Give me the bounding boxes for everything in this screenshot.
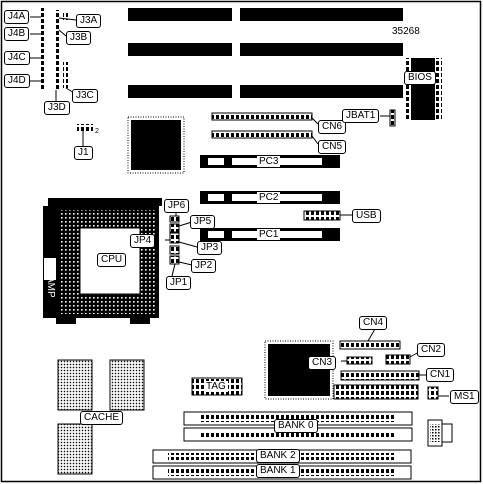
cn-connectors <box>333 340 439 400</box>
tag-label: TAG <box>204 381 228 392</box>
usb-label: USB <box>352 209 381 223</box>
cn1-label: CN1 <box>426 368 455 382</box>
cn4-label: CN4 <box>359 316 388 330</box>
jp-jumpers <box>169 215 180 265</box>
socket-brand-label: AMP <box>45 276 56 298</box>
j1-pin-number: 2 <box>95 128 99 135</box>
jbat1-header <box>389 109 396 127</box>
bank0-label: BANK 0 <box>274 419 318 433</box>
power-connector <box>427 419 453 447</box>
jp2-label: JP2 <box>191 259 217 273</box>
bios-label: BIOS <box>404 71 436 85</box>
cache-label: CACHE <box>80 411 124 425</box>
jp4-label: JP4 <box>130 234 156 248</box>
cn5-label: CN5 <box>318 140 347 154</box>
io-controller <box>264 340 334 400</box>
jp1-label: JP1 <box>166 276 192 290</box>
ide-connectors <box>211 112 313 139</box>
j1-header <box>77 124 93 131</box>
j3d-label: J3D <box>44 101 70 115</box>
cache-chips <box>57 359 145 475</box>
jbat1-label: JBAT1 <box>342 109 380 123</box>
cpu-label: CPU <box>97 253 127 267</box>
bank2-label: BANK 2 <box>256 449 300 463</box>
jp5-label: JP5 <box>190 215 216 229</box>
j3a-label: J3A <box>76 14 102 28</box>
pc1-label: PC1 <box>257 229 281 240</box>
usb-header <box>303 210 341 221</box>
j4d-label: J4D <box>4 74 30 88</box>
cn2-label: CN2 <box>417 343 446 357</box>
j4a-label: J4A <box>4 10 30 24</box>
cn6-label: CN6 <box>318 120 347 134</box>
isa-slots <box>128 8 403 98</box>
j1-label: J1 <box>74 146 93 160</box>
ms1-label: MS1 <box>450 390 479 404</box>
j4c-label: J4C <box>4 51 30 65</box>
pc2-label: PC2 <box>257 192 281 203</box>
jp3-label: JP3 <box>197 241 223 255</box>
j3c-label: J3C <box>72 89 98 103</box>
bios-chip <box>404 58 442 120</box>
j-jumper-blocks <box>41 8 68 90</box>
cn3-label: CN3 <box>308 356 337 370</box>
j4b-label: J4B <box>4 27 30 41</box>
figure-id: 35268 <box>392 26 420 37</box>
jp6-label: JP6 <box>164 199 190 213</box>
j3b-label: J3B <box>66 31 92 45</box>
pc3-label: PC3 <box>257 156 281 167</box>
bank1-label: BANK 1 <box>256 464 300 478</box>
chipset <box>127 116 185 174</box>
